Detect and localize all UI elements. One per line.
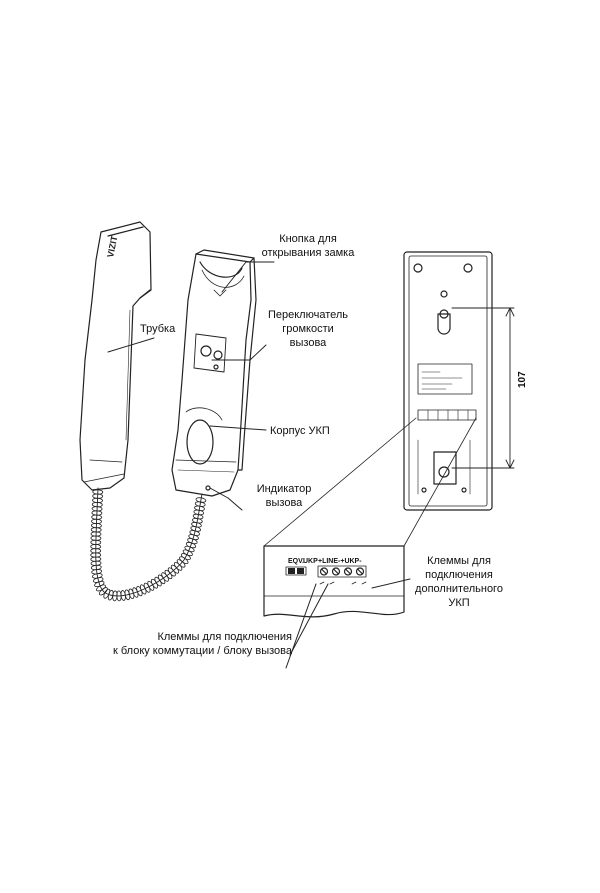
extra-terminals-label-line4: УКП — [448, 597, 470, 609]
eqv-label: EQV. — [288, 558, 304, 565]
call-indicator-label: Индикатор вызова — [244, 482, 324, 510]
dimension-value: 107 — [517, 371, 528, 388]
ukp-label: UKP — [303, 558, 318, 565]
call-indicator-label-line2: вызова — [265, 497, 303, 509]
handset-label: Трубка — [140, 323, 176, 335]
lock-button-label: Кнопка для открывания замка — [252, 232, 364, 260]
leader-lines — [107, 261, 411, 669]
volume-switch-label-line3: вызова — [289, 337, 327, 349]
terminal-detail — [263, 417, 477, 618]
lock-button-label-line2: открывания замка — [261, 247, 355, 259]
back-panel-drawing — [403, 251, 493, 511]
volume-switch-label-line2: громкости — [282, 323, 334, 335]
body-label: Корпус УКП — [270, 425, 330, 437]
base-unit-drawing — [171, 249, 257, 497]
lock-button-label-line1: Кнопка для — [279, 233, 337, 245]
line-ukp-group-label: +LINE-+UKP- — [318, 558, 362, 565]
switch-terminals-label: Клеммы для подключения к блоку коммутаци… — [60, 630, 292, 658]
extra-terminals-label-line2: подключения — [425, 569, 493, 581]
switch-terminals-label-line2: к блоку коммутации / блоку вызова — [112, 645, 292, 657]
call-indicator-label-line1: Индикатор — [256, 483, 312, 495]
volume-switch-label-line1: Переключатель — [267, 309, 349, 321]
handset-drawing — [79, 221, 152, 491]
cord-coil — [195, 497, 207, 503]
handset-brand-text: VIZIT — [105, 234, 119, 258]
volume-switch-label: Переключатель громкости вызова — [258, 308, 358, 350]
coiled-cord — [95, 487, 203, 597]
switch-terminals-label-line1: Клеммы для подключения — [157, 631, 292, 643]
extra-terminals-label-line3: дополнительного — [415, 583, 503, 595]
dimension-line — [451, 307, 515, 469]
extra-terminals-label-line1: Клеммы для — [427, 555, 491, 567]
extra-terminals-label: Клеммы для подключения дополнительного У… — [404, 554, 514, 610]
